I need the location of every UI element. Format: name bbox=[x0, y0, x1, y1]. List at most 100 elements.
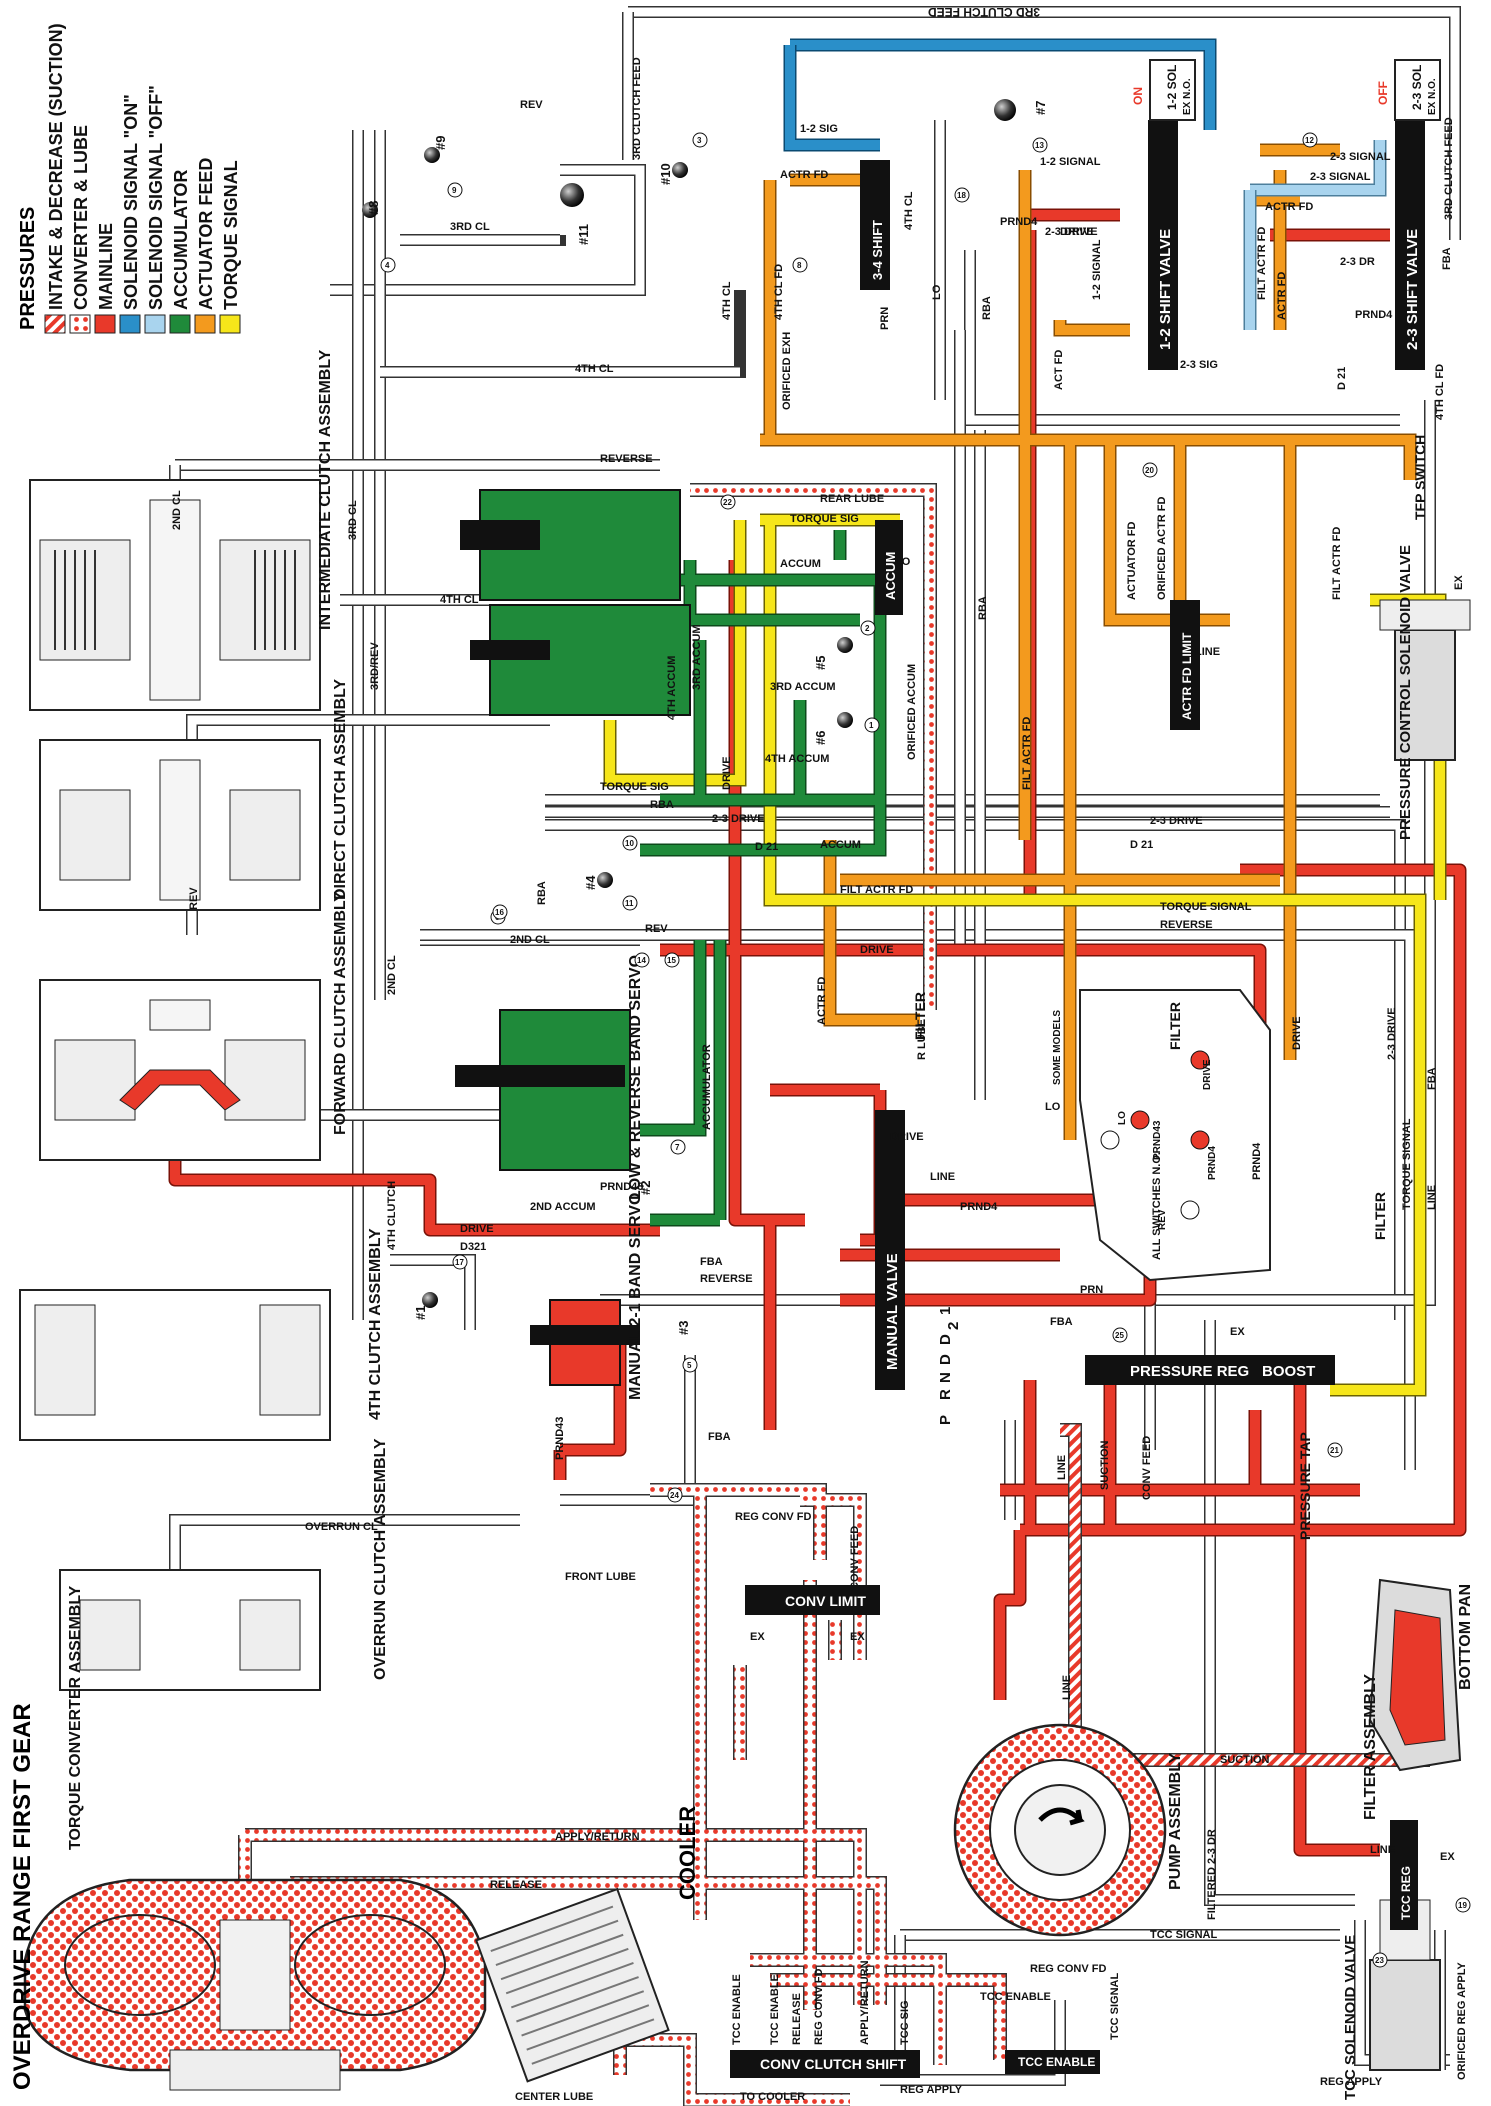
svg-text:#5: #5 bbox=[813, 656, 828, 670]
svg-text:D: D bbox=[937, 1354, 954, 1365]
orifice-19: 19 bbox=[1455, 1897, 1471, 1913]
label-torque-converter: TORQUE CONVERTER ASSEMBLY bbox=[67, 1585, 84, 1850]
direct-clutch-assembly bbox=[39, 739, 321, 911]
passage-labels: 3RD CLUTCH FEED 3RD CLUTCH FEED 3RD CLUT… bbox=[171, 5, 1468, 2103]
svg-text:RBA: RBA bbox=[536, 881, 548, 905]
svg-text:MAINLINE: MAINLINE bbox=[96, 223, 116, 310]
svg-text:PRND43: PRND43 bbox=[554, 1417, 566, 1460]
svg-text:3RD/REV: 3RD/REV bbox=[369, 642, 381, 690]
svg-text:PRND43: PRND43 bbox=[600, 1181, 643, 1193]
svg-text:2ND CL: 2ND CL bbox=[386, 955, 398, 995]
valve-pressure-reg bbox=[1085, 1355, 1335, 1385]
sol12-label: 1-2 SOL bbox=[1165, 65, 1179, 110]
svg-text:PRND43: PRND43 bbox=[1152, 1120, 1163, 1160]
svg-text:4TH CL: 4TH CL bbox=[903, 191, 915, 230]
svg-text:#6: #6 bbox=[813, 731, 828, 745]
svg-text:10: 10 bbox=[625, 839, 634, 848]
svg-text:#7: #7 bbox=[1033, 101, 1048, 115]
svg-text:3RD CLUTCH FEED: 3RD CLUTCH FEED bbox=[631, 57, 643, 160]
valve-accum bbox=[875, 520, 903, 615]
svg-text:ORIFICED REG APPLY: ORIFICED REG APPLY bbox=[1456, 1962, 1468, 2080]
orifice-22: 22 bbox=[720, 494, 736, 510]
label-cooler: COOLER bbox=[675, 1806, 700, 1900]
svg-text:TCC SIGNAL: TCC SIGNAL bbox=[1109, 1973, 1121, 2041]
svg-text:FRONT LUBE: FRONT LUBE bbox=[565, 1571, 636, 1583]
legend-heading: PRESSURES bbox=[17, 207, 39, 330]
manual-21-servo-body bbox=[530, 1299, 640, 1386]
svg-text:ALL SWITCHES N.O.: ALL SWITCHES N.O. bbox=[1151, 1152, 1163, 1260]
label-shift-23: 2-3 SHIFT VALVE bbox=[1404, 229, 1421, 350]
svg-text:#3: #3 bbox=[676, 1321, 691, 1335]
svg-text:PRND4: PRND4 bbox=[960, 1201, 998, 1213]
svg-text:PRND4: PRND4 bbox=[1251, 1142, 1263, 1180]
orifice-10: 10 bbox=[622, 835, 638, 851]
svg-text:1-2 SIG: 1-2 SIG bbox=[800, 123, 838, 135]
svg-text:9: 9 bbox=[452, 186, 457, 195]
orifice-24: 24 bbox=[667, 1487, 683, 1503]
label-accum: ACCUM bbox=[883, 552, 898, 600]
valve-labels: 3-4 SHIFT 1-2 SHIFT VALVE 2-3 SHIFT VALV… bbox=[760, 220, 1428, 2072]
label-pump: PUMP ASSEMBLY bbox=[1167, 1752, 1184, 1890]
label-filter-assembly: FILTER ASSEMBLY bbox=[1362, 1674, 1379, 1820]
svg-text:FBA: FBA bbox=[1426, 1067, 1438, 1090]
svg-text:REG APPLY: REG APPLY bbox=[1320, 2076, 1383, 2088]
label-forward-clutch: FORWARD CLUTCH ASSEMBLY bbox=[332, 891, 349, 1135]
orifice-16: 16 bbox=[492, 904, 508, 920]
svg-text:23: 23 bbox=[1375, 1956, 1384, 1965]
svg-text:RELEASE: RELEASE bbox=[791, 1993, 803, 2045]
svg-text:16: 16 bbox=[495, 908, 504, 917]
svg-text:24: 24 bbox=[670, 1491, 679, 1500]
svg-text:2-3 SIGNAL: 2-3 SIGNAL bbox=[1310, 171, 1371, 183]
svg-text:D 21: D 21 bbox=[755, 841, 778, 853]
svg-text:REG CONV FD: REG CONV FD bbox=[1030, 1963, 1106, 1975]
valve-tcc-enable bbox=[1005, 2050, 1100, 2074]
svg-text:2-3 SIGNAL: 2-3 SIGNAL bbox=[1330, 151, 1391, 163]
svg-text:DRIVE: DRIVE bbox=[1060, 226, 1094, 238]
svg-text:2ND CL: 2ND CL bbox=[510, 934, 550, 946]
svg-text:LO: LO bbox=[931, 284, 943, 300]
svg-text:LINE: LINE bbox=[1056, 1455, 1068, 1480]
svg-text:FILT ACTR FD: FILT ACTR FD bbox=[1331, 527, 1343, 600]
svg-text:ACCUM: ACCUM bbox=[780, 558, 821, 570]
svg-text:#10: #10 bbox=[658, 163, 673, 185]
svg-text:CONV FEED: CONV FEED bbox=[849, 1526, 861, 1590]
orifice-20: 20 bbox=[1142, 462, 1158, 478]
label-tcc-reg: TCC REG bbox=[1399, 1866, 1413, 1920]
orifice-21: 21 bbox=[1327, 1442, 1343, 1458]
svg-text:EX: EX bbox=[1453, 575, 1465, 590]
svg-text:4TH CL FD: 4TH CL FD bbox=[1434, 364, 1446, 420]
svg-text:22: 22 bbox=[723, 498, 732, 507]
valve-shift-34 bbox=[860, 160, 890, 290]
svg-text:TCC ENABLE: TCC ENABLE bbox=[980, 1991, 1051, 2003]
svg-text:ACCUM: ACCUM bbox=[820, 839, 861, 851]
svg-text:2ND ACCUM: 2ND ACCUM bbox=[530, 1201, 596, 1213]
pump-assembly bbox=[953, 1723, 1167, 1937]
svg-text:TORQUE SIG: TORQUE SIG bbox=[790, 513, 859, 525]
svg-text:3RD ACCUM: 3RD ACCUM bbox=[770, 681, 836, 693]
label-shift-34: 3-4 SHIFT bbox=[870, 220, 885, 280]
svg-text:FBA: FBA bbox=[708, 1431, 731, 1443]
label-filter-mid: FILTER bbox=[912, 992, 928, 1040]
svg-text:LINE: LINE bbox=[1061, 1675, 1073, 1700]
svg-text:4TH CLUTCH: 4TH CLUTCH bbox=[386, 1181, 398, 1250]
svg-text:15: 15 bbox=[667, 956, 676, 965]
svg-text:EX: EX bbox=[1230, 1326, 1245, 1338]
orifice-14: 14 bbox=[634, 952, 650, 968]
label-fourth-clutch: 4TH CLUTCH ASSEMBLY bbox=[367, 1228, 384, 1420]
solenoid-labels: 1-2 SOL ON EX N.O. 2-3 SOL OFF EX N.O. bbox=[1131, 65, 1438, 115]
valve-shift-12 bbox=[1148, 120, 1178, 370]
svg-text:SUCTION: SUCTION bbox=[1099, 1440, 1111, 1490]
svg-text:EX: EX bbox=[850, 1631, 865, 1643]
orifice-11: 11 bbox=[622, 895, 638, 911]
orifice-3: 3 bbox=[692, 132, 708, 148]
orifice-17: 17 bbox=[452, 1254, 468, 1270]
svg-text:17: 17 bbox=[455, 1258, 464, 1267]
legend-item: SOLENOID SIGNAL "OFF" bbox=[144, 85, 166, 334]
svg-text:REG APPLY: REG APPLY bbox=[900, 2084, 963, 2096]
svg-text:FILT ACTR FD: FILT ACTR FD bbox=[1256, 227, 1268, 300]
orifice-13: 13 bbox=[1032, 137, 1048, 153]
legend: PRESSURES INTAKE & DECREASE (SUCTION) CO… bbox=[17, 23, 241, 334]
svg-text:4TH CL: 4TH CL bbox=[440, 594, 479, 606]
svg-text:ACT FD: ACT FD bbox=[1053, 350, 1065, 390]
svg-text:LINE: LINE bbox=[930, 1171, 955, 1183]
